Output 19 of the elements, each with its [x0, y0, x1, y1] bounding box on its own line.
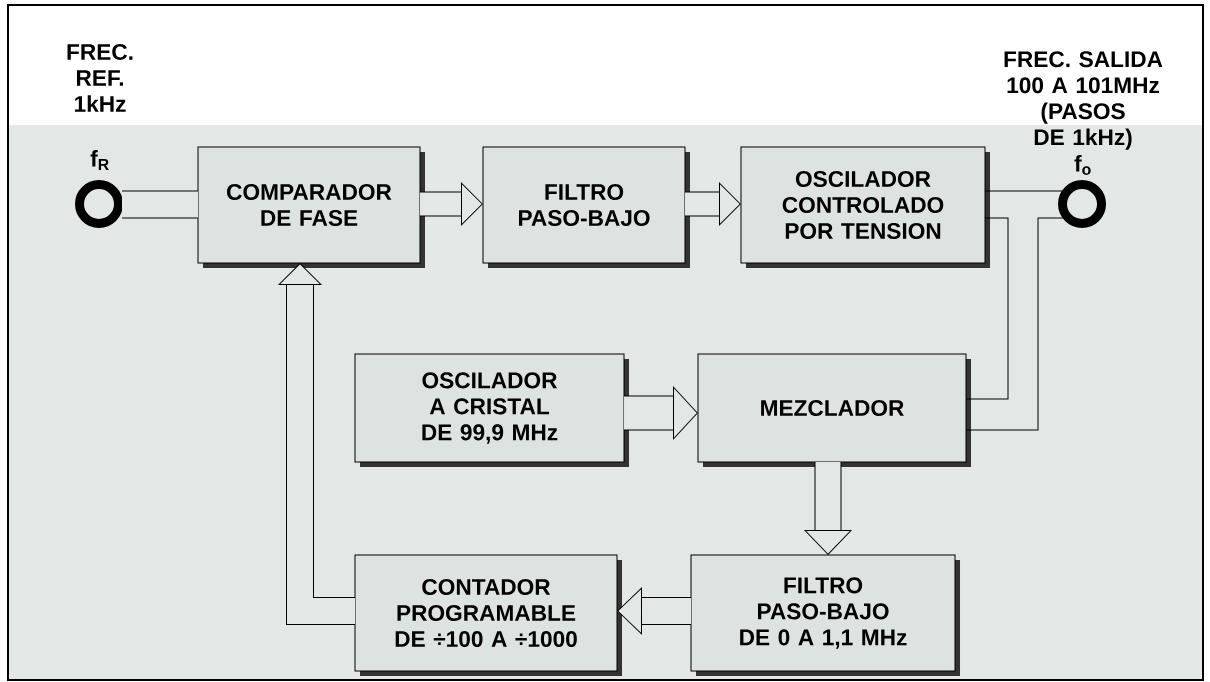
arrow: [804, 462, 852, 555]
arrow: [685, 182, 741, 226]
node-label: f$_{o}$: [1074, 155, 1091, 175]
connector-ring: [1058, 180, 1106, 228]
node-label: f$_{R}$: [90, 150, 109, 170]
process-box: CONTADOR PROGRAMABLE DE ÷100 A ÷1000: [354, 554, 622, 676]
arrow: [624, 386, 698, 440]
connector-ring: [75, 180, 123, 228]
process-box: FILTRO PASO-BAJO: [482, 146, 690, 268]
process-box: FILTRO PASO-BAJO DE 0 A 1,1 MHz: [690, 554, 960, 676]
arrow: [420, 182, 483, 226]
process-box: OSCILADOR CONTROLADO POR TENSION: [740, 146, 990, 268]
process-box: OSCILADOR A CRISTAL DE 99,9 MHz: [354, 353, 629, 467]
process-box: COMPARADOR DE FASE: [197, 146, 425, 268]
node-label: FREC. REF. 1kHz: [67, 43, 133, 112]
arrow: [617, 587, 691, 635]
process-box: MEZCLADOR: [697, 353, 971, 467]
arrow: [278, 263, 355, 625]
node-label: FREC. SALIDA 100 A 101MHz (PASOS DE 1kHz): [1004, 51, 1163, 150]
